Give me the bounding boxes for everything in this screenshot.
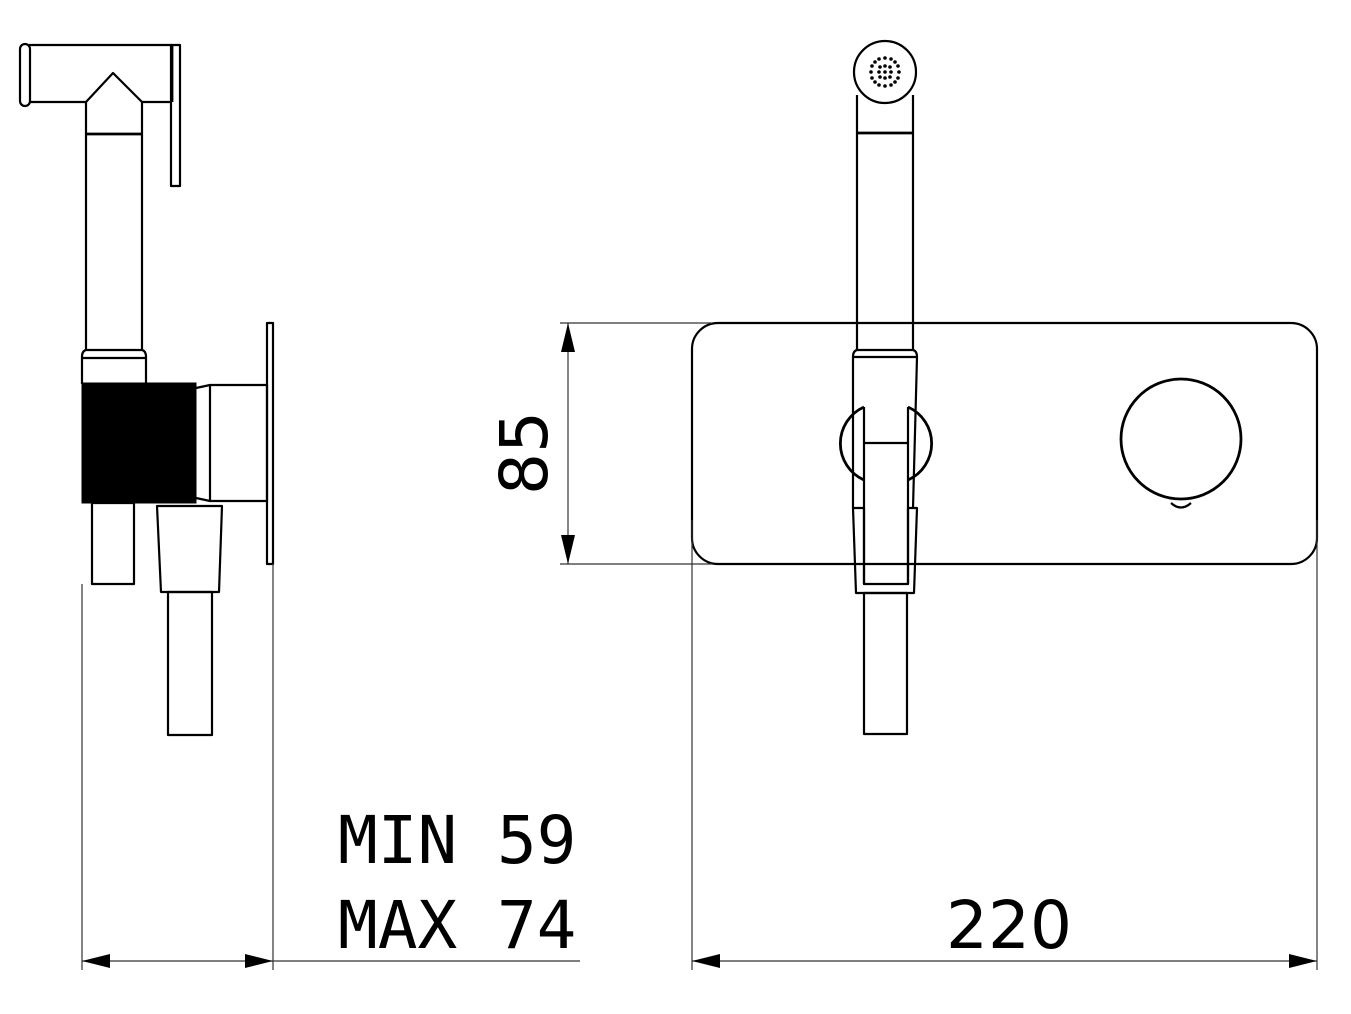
- shower-handle-tube: [80, 102, 148, 384]
- wall-plate-side: [265, 321, 275, 566]
- shower-handle-front: [851, 95, 919, 509]
- hose-connector: [155, 504, 224, 737]
- front-view: [690, 39, 1319, 736]
- depth-min-label: MIN 59: [338, 802, 577, 879]
- spray-holes-icon: [869, 56, 901, 88]
- hose-front: [862, 591, 909, 736]
- mixer-knob: [1119, 377, 1243, 509]
- width-dimension: [691, 520, 1318, 970]
- shower-holder-front: [838, 405, 934, 595]
- hand-shower-head: [18, 42, 182, 188]
- side-view: [18, 42, 275, 737]
- height-dimension-label: 85: [486, 411, 563, 495]
- wall-plate-front: [690, 321, 1319, 566]
- shower-holder-block: [81, 382, 197, 504]
- shower-head-nozzle: [852, 39, 918, 105]
- height-dimension: [560, 322, 712, 565]
- depth-dimension: [81, 564, 580, 970]
- wall-boss: [208, 383, 269, 503]
- width-dimension-label: 220: [946, 887, 1072, 964]
- depth-max-label: MAX 74: [338, 887, 577, 964]
